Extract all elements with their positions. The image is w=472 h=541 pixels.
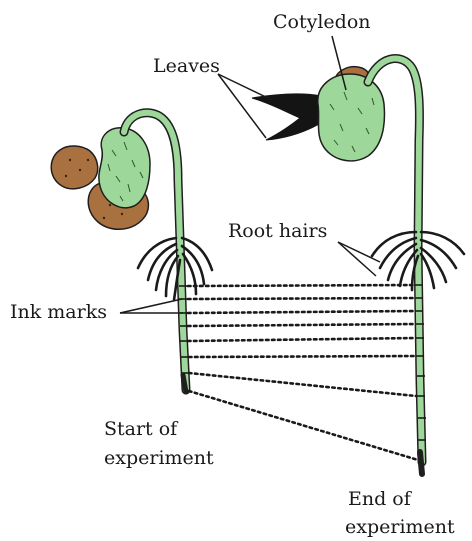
- start-label-line1: Start of: [104, 418, 179, 440]
- start-label-line2: experiment: [104, 447, 214, 469]
- cotyledon-label: Cotyledon: [273, 11, 371, 33]
- left-cotyledon: [99, 128, 150, 208]
- leaves-label: Leaves: [153, 55, 220, 77]
- end-label-line2: experiment: [345, 516, 455, 538]
- right-cotyledon: [318, 74, 385, 161]
- right-seedling: [252, 59, 464, 474]
- left-root-hairs: [138, 238, 212, 300]
- root-hairs-label: Root hairs: [228, 220, 327, 242]
- left-seed-coat: [51, 146, 97, 189]
- left-seedling: [51, 113, 212, 392]
- ink-marks-label: Ink marks: [10, 301, 107, 323]
- ink-mark-connector-lines: [188, 285, 418, 460]
- end-label-line1: End of: [348, 488, 413, 510]
